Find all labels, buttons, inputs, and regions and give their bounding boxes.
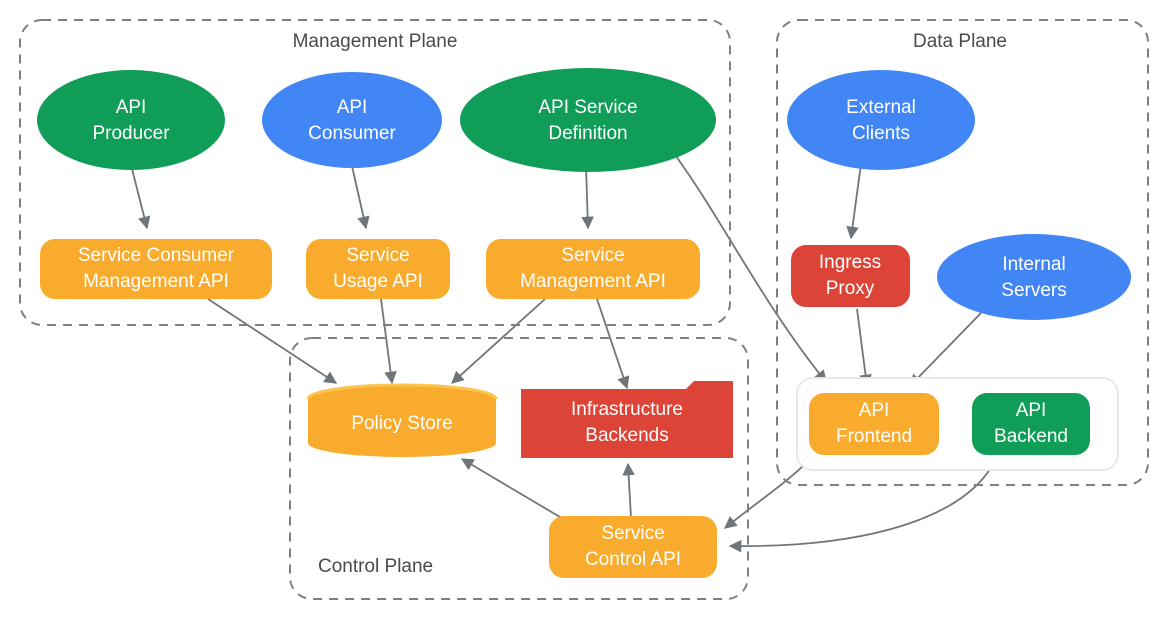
api-frontend-label-line-2: Frontend (836, 426, 912, 447)
api-producer-label-line-1: API (116, 97, 147, 118)
node-ingress-proxy[interactable]: Ingress Proxy (791, 245, 910, 307)
node-api-consumer[interactable]: API Consumer (262, 72, 442, 168)
edge-external-clients-to-ingress-proxy (846, 163, 862, 240)
policy-store-shape-top-highlight (306, 383, 498, 400)
api-service-definition-label-line-2: Definition (548, 123, 627, 144)
api-consumer-shape (262, 72, 442, 168)
node-service-usage-api[interactable]: Service Usage API (306, 239, 450, 299)
edge-api-service-definition-to-service-management-api (581, 165, 594, 230)
service-control-api-shape (549, 516, 717, 578)
node-policy-store[interactable]: Policy Store (306, 383, 498, 457)
api-frontend-shape (809, 393, 939, 455)
service-usage-api-label-line-2: Usage API (333, 271, 423, 292)
api-service-definition-shape (460, 68, 716, 172)
service-consumer-management-api-label-line-2: Management API (83, 271, 229, 292)
plane-data-plane (776, 19, 1149, 486)
ingress-proxy-label-line-1: Ingress (819, 252, 881, 273)
plane-control-plane-label: Control Plane (318, 556, 433, 577)
api-service-definition-label-line-1: API Service (538, 97, 637, 118)
internal-servers-shape (937, 234, 1131, 320)
api-backend-label-line-2: Backend (994, 426, 1068, 447)
edge-service-control-api-to-infrastructure-backends (622, 462, 635, 519)
internal-servers-label-line-2: Servers (1001, 280, 1066, 301)
node-infrastructure-backends[interactable]: Infrastructure Backends (521, 381, 733, 458)
ingress-proxy-shape (791, 245, 910, 307)
plane-management-plane-label: Management Plane (293, 31, 458, 52)
plane-data-plane-label: Data Plane (913, 31, 1007, 52)
api-producer-shape (37, 70, 225, 170)
node-api-frontend[interactable]: API Frontend (809, 393, 939, 455)
edge-service-control-api-to-policy-store (460, 458, 566, 521)
plane-control-plane (289, 337, 749, 600)
service-consumer-management-api-shape (40, 239, 272, 299)
policy-store-shape-body (308, 399, 496, 457)
external-clients-label-line-2: Clients (852, 123, 910, 144)
plane-management-plane (19, 19, 731, 326)
edge-api-backend-to-service-control-api (728, 455, 998, 553)
edge-service-management-api-to-policy-store (451, 298, 546, 384)
service-management-api-shape (486, 239, 700, 299)
edge-internal-servers-to-api-frontend (909, 312, 982, 387)
infrastructure-backends-label-line-1: Infrastructure (571, 399, 683, 420)
infrastructure-backends-shape (521, 381, 733, 458)
api-consumer-label-line-1: API (337, 97, 368, 118)
internal-servers-label-line-1: Internal (1002, 254, 1065, 275)
node-service-consumer-management-api[interactable]: Service Consumer Management API (40, 239, 272, 299)
edge-api-service-definition-to-api-frontend (669, 147, 827, 383)
service-management-api-label-line-2: Management API (520, 271, 666, 292)
node-api-service-definition[interactable]: API Service Definition (460, 68, 716, 172)
external-clients-label-line-1: External (846, 97, 916, 118)
node-service-control-api[interactable]: Service Control API (549, 516, 717, 578)
policy-store-shape-top (308, 385, 496, 413)
node-external-clients[interactable]: External Clients (787, 70, 975, 170)
service-usage-api-shape (306, 239, 450, 299)
external-clients-shape (787, 70, 975, 170)
api-producer-label-line-2: Producer (92, 123, 170, 144)
edge-service-usage-api-to-policy-store (380, 298, 397, 385)
node-internal-servers[interactable]: Internal Servers (937, 234, 1131, 320)
node-service-management-api[interactable]: Service Management API (486, 239, 700, 299)
service-consumer-management-api-label-line-1: Service Consumer (78, 245, 235, 266)
edge-service-management-api-to-infrastructure-backends (596, 298, 630, 390)
service-control-api-label-line-1: Service (601, 523, 664, 544)
api-consumer-label-line-2: Consumer (308, 123, 396, 144)
service-management-api-label-line-1: Service (561, 245, 624, 266)
service-usage-api-label-line-1: Service (346, 245, 409, 266)
edge-ingress-proxy-to-api-frontend (856, 308, 872, 388)
edge-api-producer-to-service-consumer-management-api (130, 164, 151, 230)
service-control-api-label-line-2: Control API (585, 549, 681, 570)
policy-store-label-line-1: Policy Store (351, 413, 452, 434)
api-backend-shape (972, 393, 1090, 455)
edge-api-consumer-to-service-usage-api (351, 165, 370, 230)
ingress-proxy-label-line-2: Proxy (826, 278, 875, 299)
api-backend-label-line-1: API (1016, 400, 1047, 421)
node-api-backend[interactable]: API Backend (972, 393, 1090, 455)
edge-service-consumer-management-api-to-policy-store (207, 298, 338, 384)
node-api-producer[interactable]: API Producer (37, 70, 225, 170)
api-frontend-label-line-1: API (859, 400, 890, 421)
infrastructure-backends-label-line-2: Backends (585, 425, 668, 446)
